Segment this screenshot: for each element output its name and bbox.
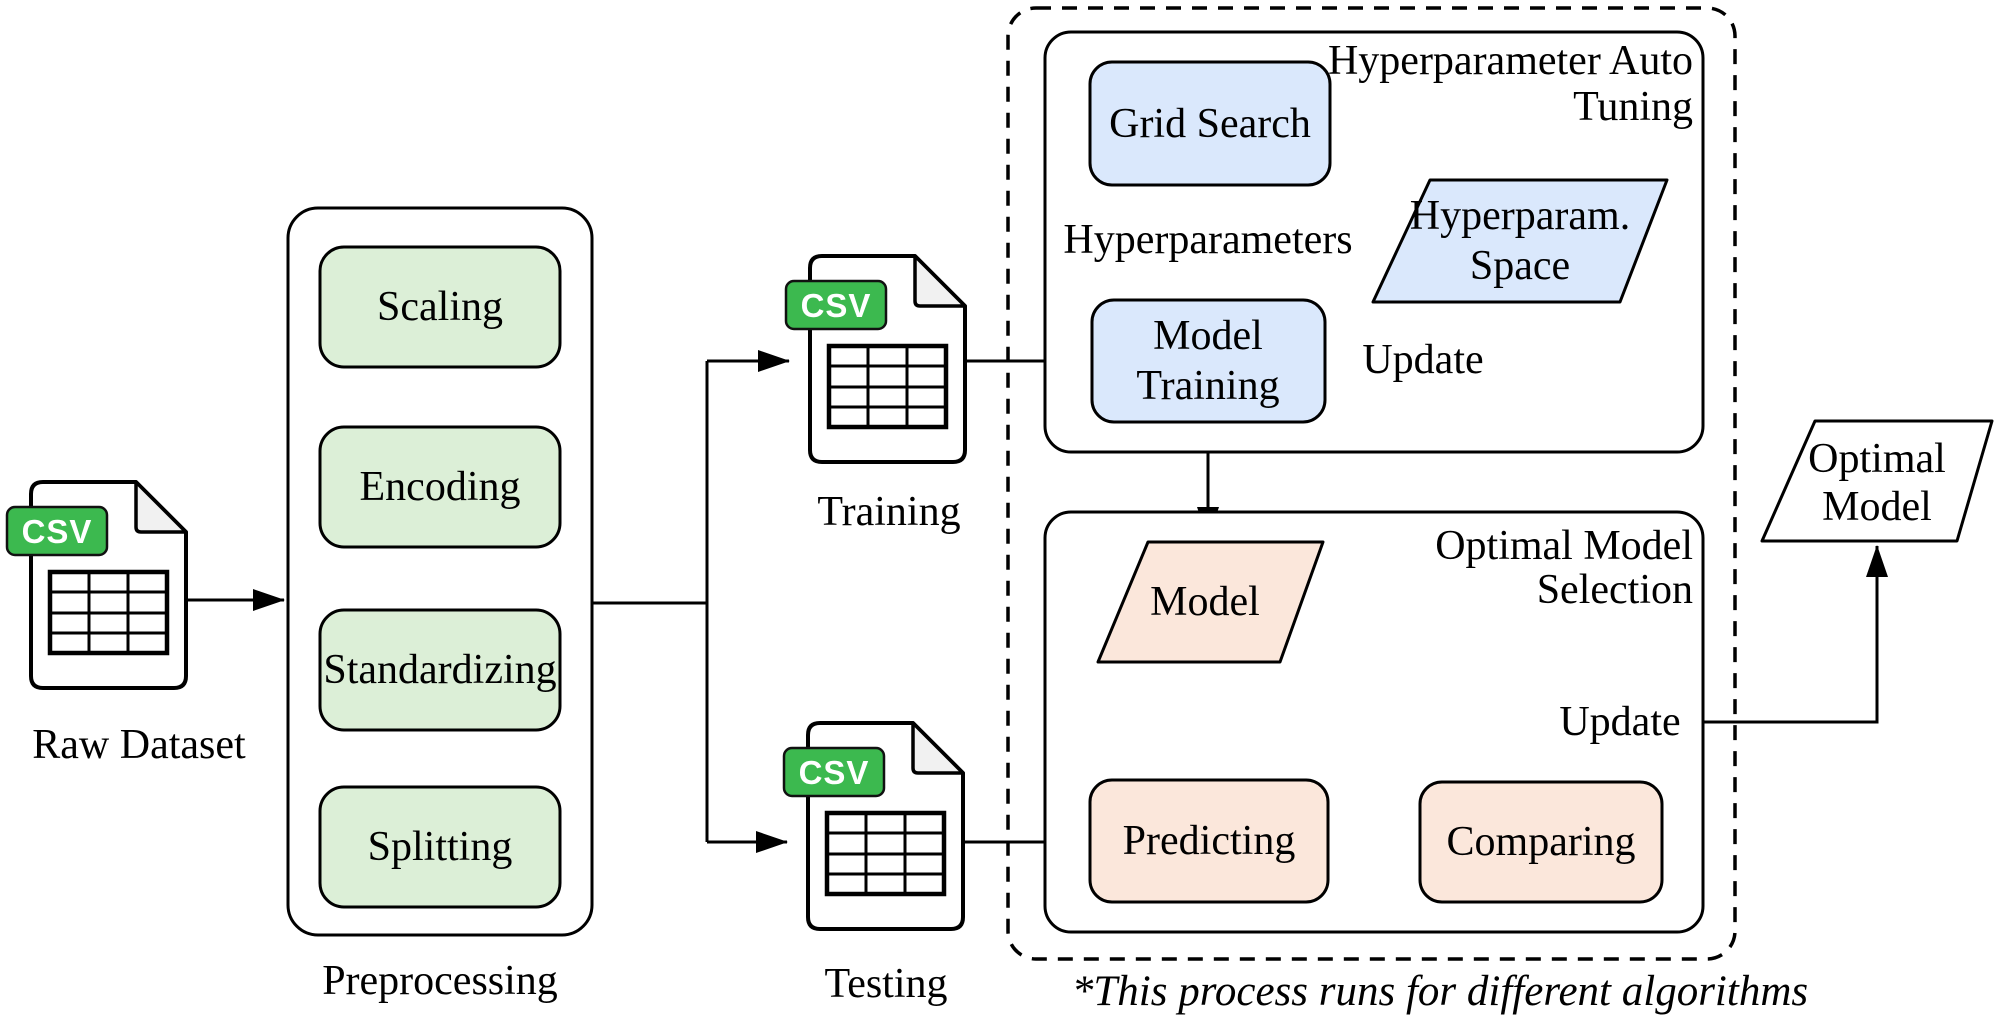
table-grid-lines [827, 813, 944, 894]
file-fold-corner [911, 721, 965, 775]
label-line: Space [1469, 243, 1571, 289]
model-parallelogram [1096, 540, 1325, 664]
selection-group-title-line1: Optimal Model [1435, 523, 1693, 569]
label-line: Model [1153, 313, 1263, 359]
footnote: *This process runs for different algorit… [1071, 968, 1809, 1015]
optimal-model-label: Optimal Model [1808, 435, 1946, 531]
tuning-group-title-line2: Tuning [1573, 84, 1693, 130]
splitting-label: Splitting [367, 824, 513, 870]
csv-badge [784, 279, 888, 331]
predicting-box [1088, 778, 1330, 904]
label-line: Optimal [1808, 436, 1946, 482]
raw-dataset-csv-icon [5, 480, 188, 690]
label-line: Hyperparam. [1409, 193, 1631, 239]
model-label: Model [1150, 579, 1260, 625]
preprocessing-caption: Preprocessing [322, 958, 558, 1004]
standardizing-label: Standardizing [323, 647, 557, 693]
csv-badge-label: CSV [798, 754, 870, 791]
hyperparam-space-parallelogram [1371, 178, 1669, 304]
splitting-box [318, 785, 562, 909]
label-line: Training [1136, 363, 1280, 409]
model-training-box [1090, 298, 1327, 424]
tuning-group-title-line1: Hyperparameter Auto [1327, 38, 1693, 84]
label-line: Model [1822, 484, 1932, 530]
file-fold-corner [913, 254, 967, 308]
csv-badge [782, 746, 886, 798]
csv-badge-label: CSV [21, 513, 93, 550]
grid-search-label: Grid Search [1109, 101, 1311, 147]
update-optimal-edge-label: Update [1550, 697, 1690, 747]
testing-csv-icon [782, 721, 965, 931]
comparing-label: Comparing [1446, 819, 1636, 865]
predicting-label: Predicting [1122, 818, 1296, 864]
model-training-label: Model Training [1136, 311, 1279, 411]
training-caption: Training [817, 489, 961, 535]
encoding-label: Encoding [359, 464, 521, 510]
training-csv-icon [784, 254, 967, 464]
csv-badge [5, 505, 109, 557]
csv-badge-label: CSV [800, 287, 872, 324]
preprocessing-box [286, 206, 594, 937]
scaling-label: Scaling [377, 284, 503, 330]
standardizing-box [318, 608, 562, 732]
hyperparameters-edge-label: Hyperparameters [1054, 215, 1362, 265]
update-space-edge-label: Update [1353, 335, 1493, 385]
encoding-box [318, 425, 562, 549]
selection-group-title-line2: Selection [1536, 567, 1693, 613]
scaling-box [318, 245, 562, 369]
grid-search-box [1088, 60, 1332, 187]
raw-dataset-caption: Raw Dataset [32, 722, 246, 768]
table-grid-lines [50, 572, 167, 653]
comparing-box [1418, 780, 1664, 904]
auto-tuning-dashed-container [1006, 6, 1737, 961]
file-fold-corner [134, 480, 188, 534]
testing-caption: Testing [824, 961, 948, 1007]
optimal-model-parallelogram [1760, 419, 1994, 543]
hyperparam-space-label: Hyperparam. Space [1410, 191, 1630, 291]
table-grid-lines [829, 346, 946, 427]
